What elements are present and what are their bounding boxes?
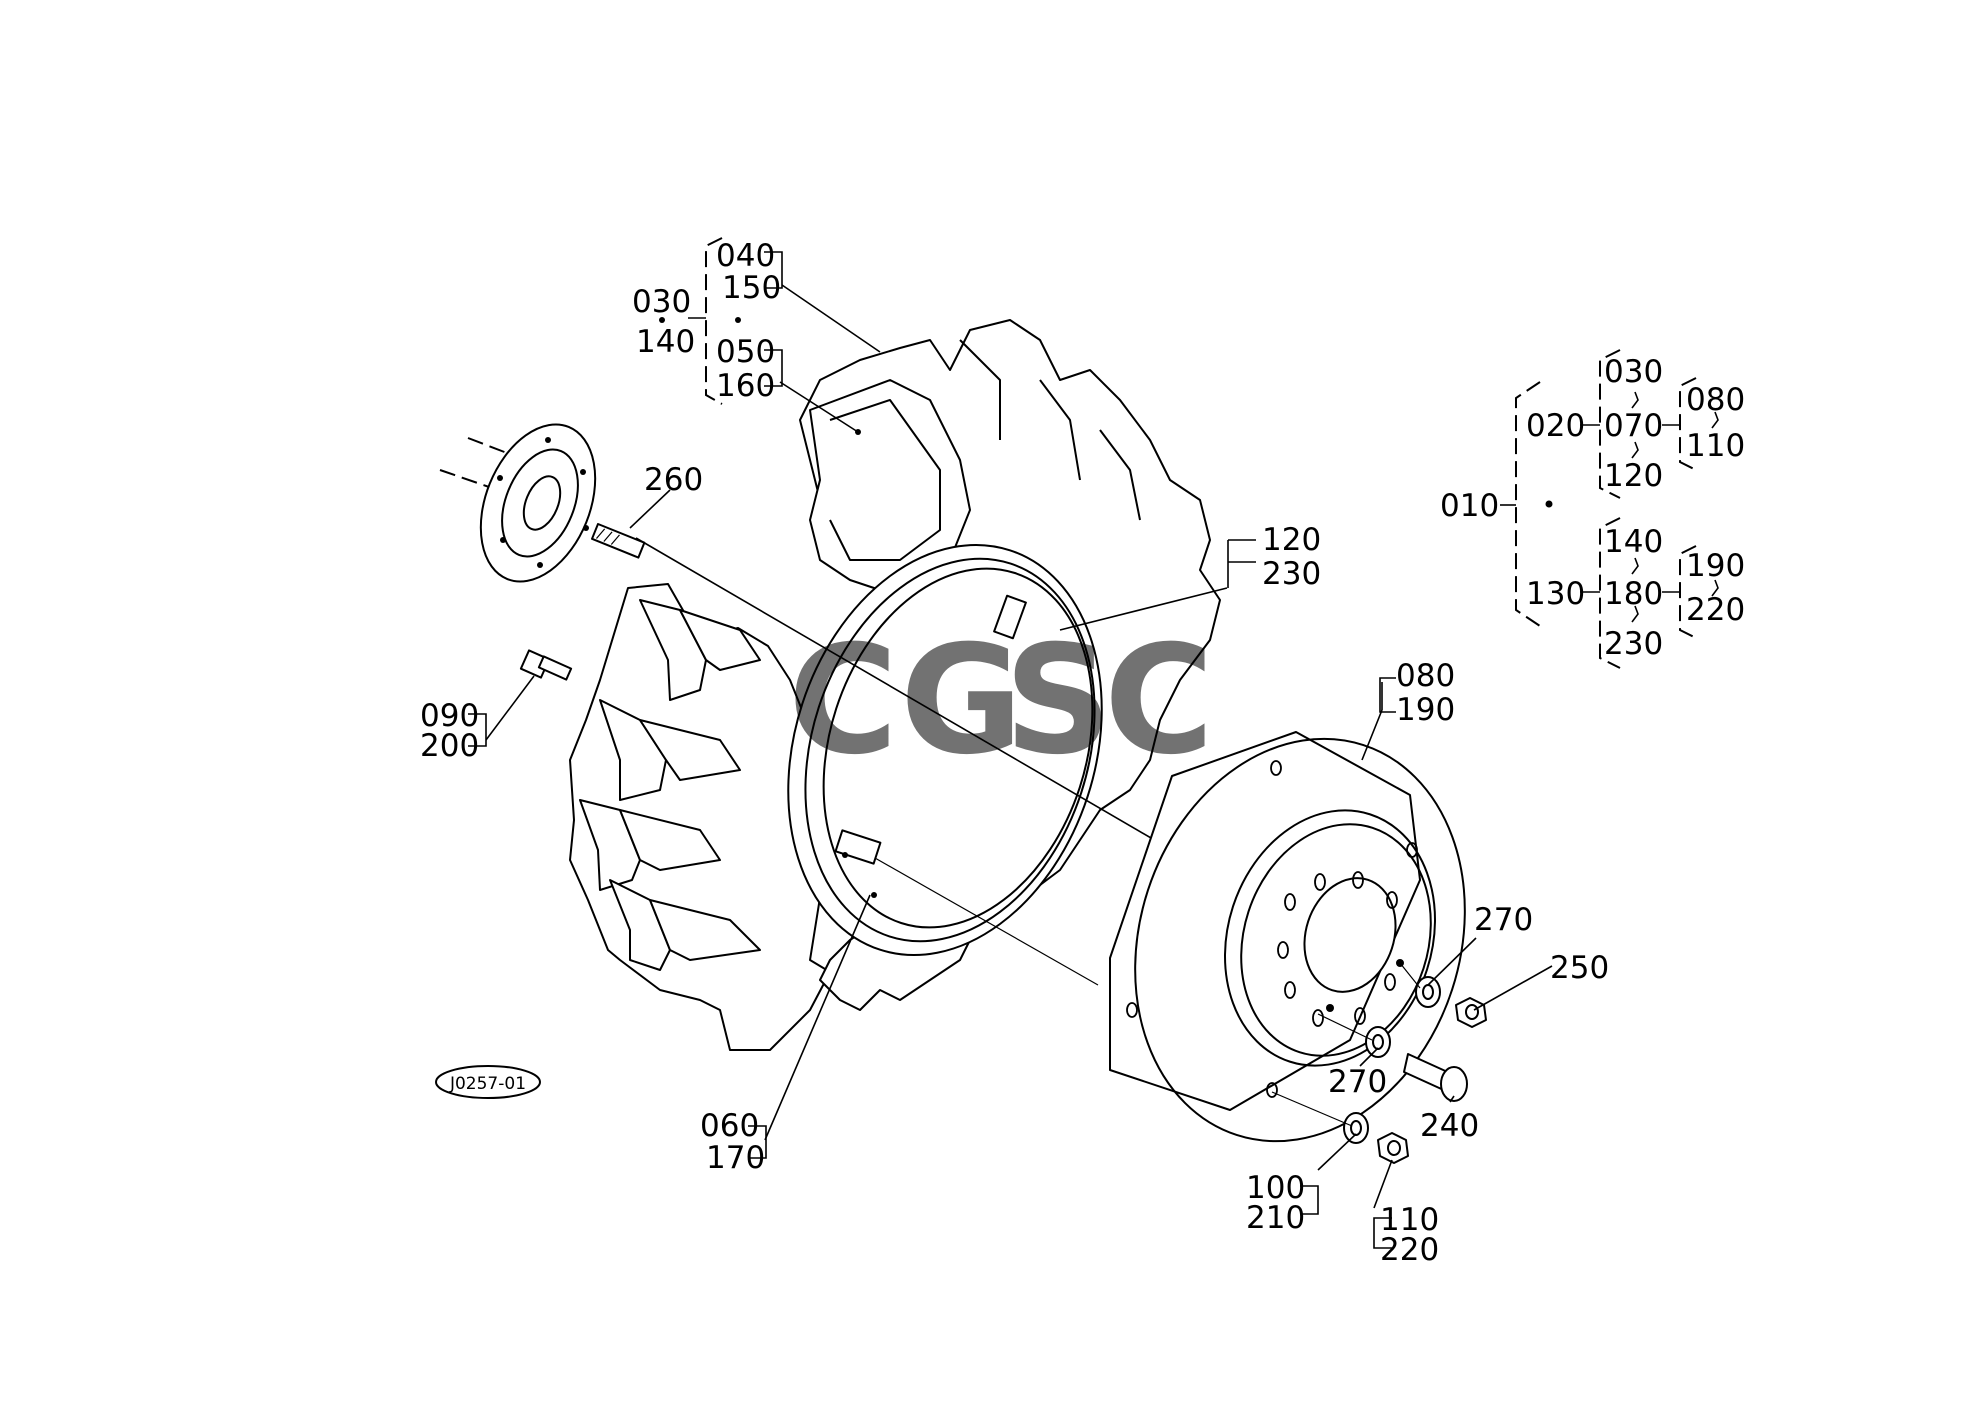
callout-270-upper: 270 (1474, 902, 1533, 938)
callout-250: 250 (1550, 950, 1609, 986)
tree-group-1-sub-2: 110 (1686, 428, 1745, 464)
callout-040: 040 (716, 238, 775, 274)
watermark-letter-3: S (1004, 614, 1112, 788)
tree-group-2-child-3: 230 (1604, 626, 1663, 662)
callout-210: 210 (1246, 1200, 1305, 1236)
callout-260: 260 (644, 462, 703, 498)
callout-090: 090 (420, 698, 479, 734)
callout-brackets (468, 237, 1396, 1249)
callout-060: 060 (700, 1108, 759, 1144)
hub-flange (439, 423, 597, 583)
tree-group-1-child-2: 070 (1604, 408, 1663, 444)
watermark: C G S C (788, 614, 1214, 788)
callout-100: 100 (1246, 1170, 1305, 1206)
tree-group-1-child-1: 030 (1604, 354, 1663, 390)
callout-160: 160 (716, 368, 775, 404)
wheel-weight (1109, 731, 1466, 1143)
callout-labels: 030 140 040 150 050 160 260 120 230 090 … (420, 238, 1745, 1268)
callout-220: 220 (1380, 1232, 1439, 1268)
callout-200: 200 (420, 728, 479, 764)
reference-code: J0257-01 (449, 1074, 526, 1094)
wheel-rim (787, 543, 1103, 957)
tree-group-1: 020 (1526, 408, 1585, 444)
structure-tree (1500, 349, 1719, 669)
callout-140: 140 (636, 324, 695, 360)
tree-group-2-sub-1: 190 (1686, 548, 1745, 584)
watermark-letter-4: C (1104, 614, 1214, 788)
callout-050: 050 (716, 334, 775, 370)
tree-group-2-sub-2: 220 (1686, 592, 1745, 628)
reference-code-badge: J0257-01 (435, 1065, 541, 1099)
tree-group-1-child-3: 120 (1604, 458, 1663, 494)
stud-bolt (591, 523, 646, 559)
callout-240: 240 (1420, 1108, 1479, 1144)
tree-group-2: 130 (1526, 576, 1585, 612)
watermark-letter-1: C (788, 614, 898, 788)
tree-group-2-child-1: 140 (1604, 524, 1663, 560)
fasteners (1343, 976, 1487, 1164)
tree-group-2-child-2: 180 (1604, 576, 1663, 612)
callout-110: 110 (1380, 1202, 1439, 1238)
callout-120: 120 (1262, 522, 1321, 558)
valve-bolt (519, 649, 573, 681)
callout-190: 190 (1396, 692, 1455, 728)
leader-lines (485, 284, 1553, 1209)
tire-outer-half (569, 583, 831, 1051)
callout-270-lower: 270 (1328, 1064, 1387, 1100)
tree-root: 010 (1440, 488, 1499, 524)
callout-230: 230 (1262, 556, 1321, 592)
callout-080: 080 (1396, 658, 1455, 694)
callout-030: 030 (632, 284, 691, 320)
watermark-letter-2: G (900, 614, 1023, 788)
tree-group-1-sub-1: 080 (1686, 382, 1745, 418)
callout-150: 150 (722, 270, 781, 306)
callout-170: 170 (706, 1140, 765, 1176)
